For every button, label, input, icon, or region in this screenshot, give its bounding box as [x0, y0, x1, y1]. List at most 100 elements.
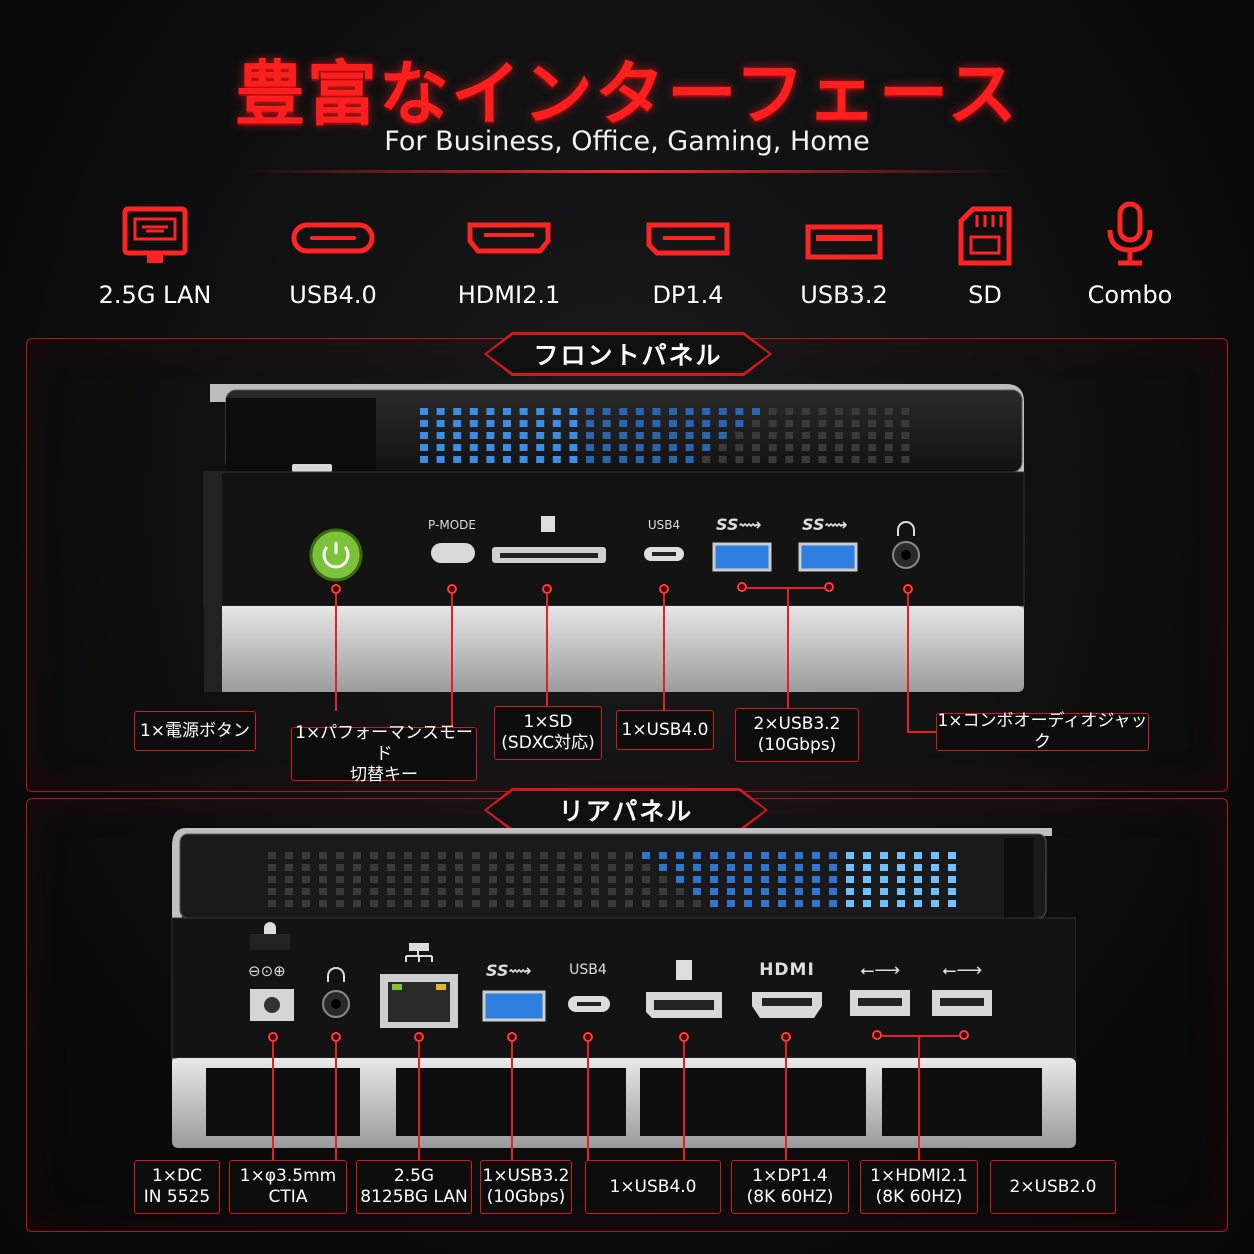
vent-dot [897, 852, 905, 859]
vent-dot [268, 876, 276, 883]
vent-dot [868, 408, 877, 415]
vent-dot [676, 864, 684, 871]
svg-text:SS⟿: SS⟿ [716, 515, 761, 534]
vent-dot [353, 852, 361, 859]
vent-dot [884, 420, 893, 427]
vent-dot [735, 408, 744, 415]
vent-dot [851, 408, 860, 415]
vent-dot [835, 408, 843, 415]
vent-dot [455, 876, 463, 883]
feature-label: 2.5G LAN [98, 281, 212, 309]
vent-dot [404, 864, 412, 871]
vent-dot [404, 852, 412, 859]
vent-dot [635, 432, 644, 439]
vent-dot [801, 408, 810, 415]
vent-dot [884, 456, 893, 463]
microphone-icon [1107, 201, 1153, 266]
vent-dot [880, 852, 888, 859]
vent-dot [453, 456, 462, 463]
connector-line [335, 1042, 337, 1160]
vent-dot [851, 444, 860, 451]
vent-dot [785, 420, 794, 427]
vent-dot [503, 408, 511, 415]
vent-dot [608, 876, 616, 883]
feature-lan: 2.5G LAN [70, 205, 240, 309]
vent-dot [863, 888, 871, 895]
vent-dot [455, 852, 463, 859]
vent-dot [868, 420, 877, 427]
vent-dot [659, 888, 667, 895]
callout-rear-usb32: 1×USB3.2 (10Gbps) [480, 1160, 572, 1214]
vent-dot [469, 444, 478, 451]
vent-dot [735, 456, 744, 463]
vent-dot [778, 852, 786, 859]
vent-dot [436, 408, 445, 415]
vent-dot [868, 432, 877, 439]
vent-dot [608, 888, 616, 895]
vent-dot [801, 444, 810, 451]
vent-dot [801, 420, 810, 427]
vent-dot [472, 852, 480, 859]
vent-dot [801, 432, 810, 439]
vent-dot [319, 852, 327, 859]
vent-dot [469, 456, 478, 463]
vent-dot [846, 876, 854, 883]
vent-dot [438, 888, 446, 895]
hdmi-icon [467, 222, 551, 254]
vent-dot [795, 876, 803, 883]
vent-dot [931, 900, 939, 907]
vent-dot [727, 864, 735, 871]
vent-dot [718, 456, 727, 463]
vent-dot [829, 900, 837, 907]
vent-dot [285, 888, 293, 895]
vent-dot [863, 900, 871, 907]
vent-dot [835, 420, 843, 427]
vent-dot [506, 876, 514, 883]
vent-dot [455, 900, 463, 907]
vent-dot [557, 900, 565, 907]
vent-dot [795, 852, 803, 859]
vent-dot [453, 408, 462, 415]
vent-dot [851, 420, 860, 427]
vent-dot [268, 900, 276, 907]
vent-dot [420, 444, 428, 451]
vent-dot [752, 456, 760, 463]
vent-dot [469, 408, 478, 415]
vent-dot [302, 852, 310, 859]
connector-line [785, 1042, 787, 1160]
hdmi-logo: HDMI [759, 960, 815, 980]
vent-dot [421, 888, 429, 895]
svg-text:⊖⊙⊕: ⊖⊙⊕ [248, 962, 286, 980]
vent-dot [319, 888, 327, 895]
vent-dot [608, 852, 616, 859]
vent-dot [829, 888, 837, 895]
vent-dot [884, 408, 893, 415]
vent-dot [735, 420, 744, 427]
vent-dot [835, 444, 843, 451]
callout-pmode: 1×パフォーマンスモード 切替キー [291, 723, 477, 785]
vent-dot [948, 852, 956, 859]
vent-dot [574, 864, 582, 871]
vent-dot [523, 876, 531, 883]
connector-line [335, 594, 337, 711]
vent-dot [370, 876, 378, 883]
vent-dot [659, 900, 667, 907]
vent-dot [336, 852, 344, 859]
vent-dot [768, 408, 777, 415]
vent-dot [438, 876, 446, 883]
vent-dot [574, 900, 582, 907]
vent-dot [659, 864, 667, 871]
vent-dot [718, 420, 727, 427]
vent-dot [685, 420, 694, 427]
usb4-label: USB4 [647, 518, 681, 532]
vent-dot [851, 456, 860, 463]
vent-dot [469, 420, 478, 427]
vent-dot [778, 900, 786, 907]
vent-dot [438, 900, 446, 907]
vent-dot [540, 876, 548, 883]
vent-dot [914, 864, 922, 871]
vent-dot [421, 864, 429, 871]
vent-dot [455, 864, 463, 871]
vent-dot [523, 900, 531, 907]
vent-dot [642, 852, 650, 859]
